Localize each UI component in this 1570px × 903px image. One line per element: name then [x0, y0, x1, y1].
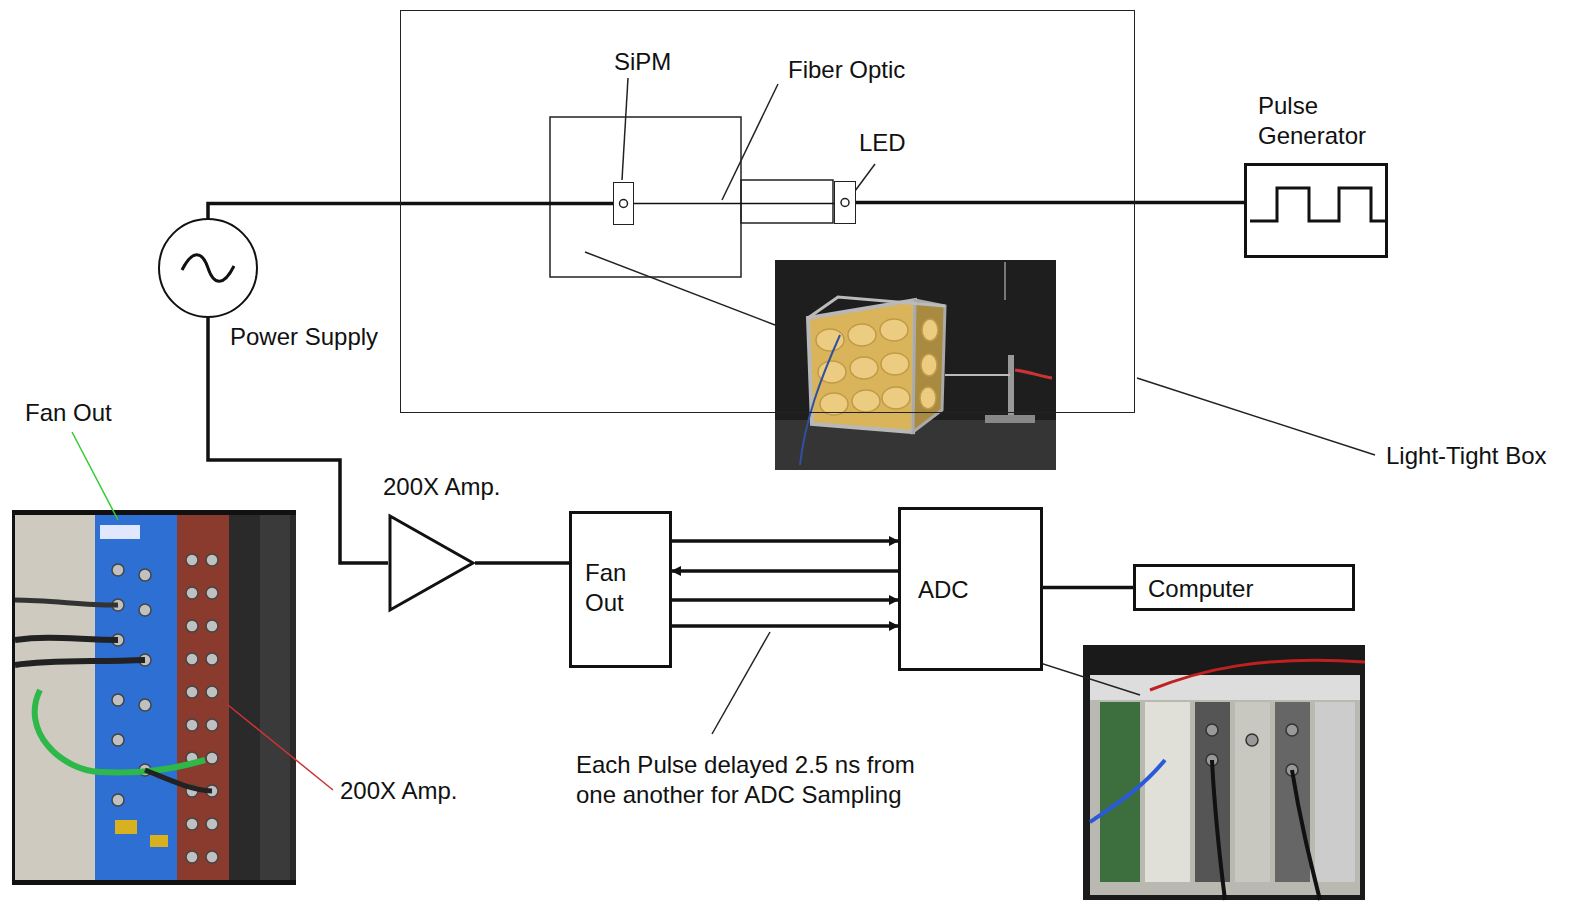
- leader-line: [228, 705, 333, 790]
- node-label: Light-Tight Box: [1386, 441, 1547, 471]
- node-label: Power Supply: [230, 322, 378, 352]
- pulse-symbol: [1247, 166, 1385, 255]
- connector: [672, 624, 898, 628]
- photo-label: 200X Amp.: [340, 776, 457, 806]
- node-label: 200X Amp.: [383, 472, 500, 502]
- node-label: ADC: [918, 575, 969, 605]
- dot-symbol: [614, 183, 633, 224]
- power-supply-circle: Power Supply: [158, 218, 258, 318]
- tilde-symbol: [160, 220, 256, 316]
- connector: [475, 561, 569, 565]
- fiber-label: Fiber Optic: [788, 55, 905, 85]
- computer-box: Computer: [1133, 564, 1355, 611]
- connector: [634, 203, 834, 205]
- connector: [672, 539, 898, 543]
- tri-symbol: [388, 513, 475, 613]
- pulse-generator-box: Pulse Generator: [1244, 163, 1388, 258]
- connector: [672, 598, 898, 602]
- node-label: LED: [859, 128, 906, 158]
- node-label: Fan Out: [585, 558, 655, 618]
- inner-enclosure: [550, 117, 741, 277]
- photo-label: Fan Out: [25, 398, 112, 428]
- dot-symbol: [835, 182, 855, 223]
- sipm-sensor: SiPM: [613, 182, 634, 225]
- leader-line: [72, 432, 118, 520]
- rack-photo: [12, 510, 296, 885]
- light-tight-box: Light-Tight BoxSiPMLED: [400, 10, 1135, 413]
- led-source: LED: [834, 181, 856, 224]
- connector: [672, 569, 898, 573]
- amplifier-triangle: 200X Amp.: [388, 513, 475, 613]
- node-label: Pulse Generator: [1258, 91, 1398, 151]
- connector: [208, 204, 613, 219]
- node-label: SiPM: [614, 47, 671, 77]
- connector: [208, 318, 388, 563]
- node-label: Computer: [1148, 574, 1253, 604]
- adc-box: ADC: [898, 507, 1043, 671]
- connector: [856, 201, 1244, 205]
- fiber-sheath: [741, 180, 833, 223]
- detector-photo: [775, 260, 1056, 470]
- fan-out-box: Fan Out: [569, 511, 672, 668]
- connector: [1043, 586, 1133, 590]
- adc-crate-photo: [1083, 645, 1365, 900]
- delay-note: Each Pulse delayed 2.5 ns from one anoth…: [576, 750, 956, 810]
